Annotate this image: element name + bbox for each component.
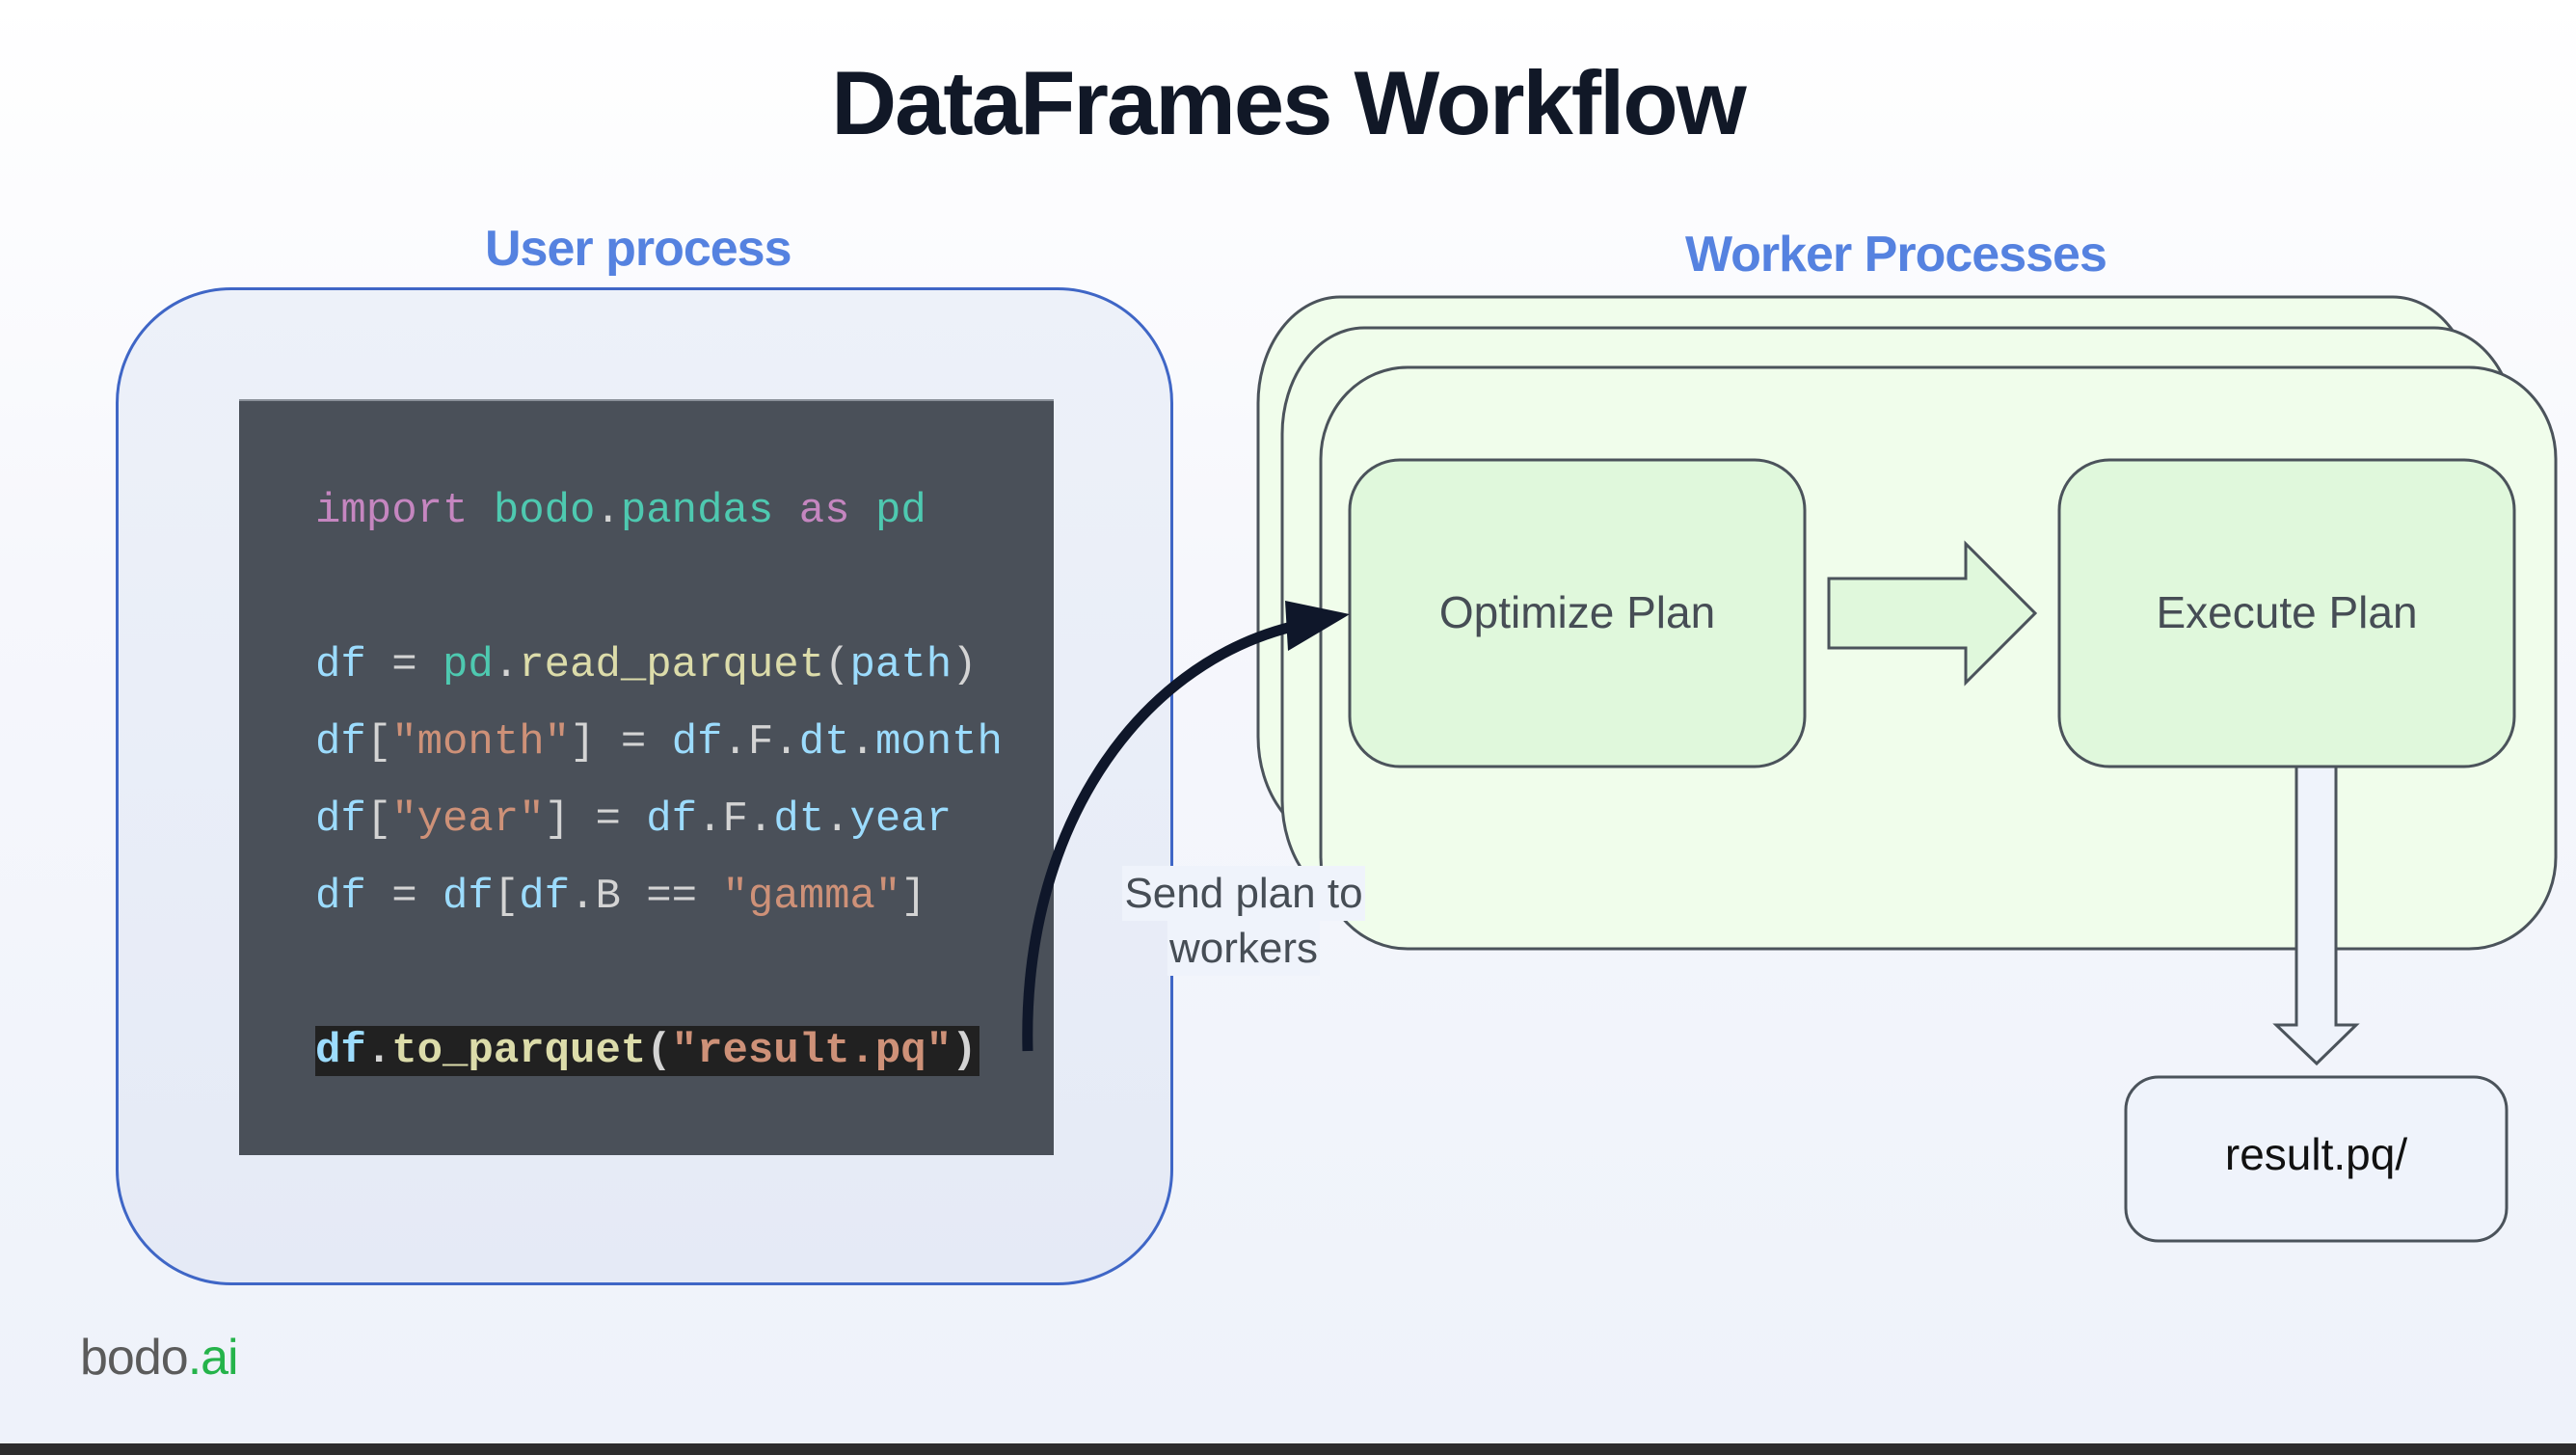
code-line: df["year"] = df.F.dt.year [315,795,952,845]
code-line: import bodo.pandas as pd [315,486,926,536]
code-token: . [747,795,774,844]
execute-plan-label: Execute Plan [2156,587,2418,637]
code-token: month [874,718,1003,767]
code-token: = [365,641,443,689]
bottom-bar [0,1443,2576,1455]
code-token: "month" [391,718,571,767]
code-token: df [315,1027,366,1075]
code-token: df [315,873,366,921]
code-token: read_parquet [519,641,825,689]
code-token: bodo [493,487,596,535]
code-token: F [722,795,748,844]
code-token: . [697,795,723,844]
code-token: "result.pq" [671,1027,953,1075]
send-plan-label-line-1: Send plan to [1122,866,1365,921]
logo-main: bodo [80,1330,189,1386]
code-token: . [493,641,520,689]
code-token: ( [824,641,850,689]
send-plan-arrow [1022,621,1294,1052]
code-token: . [365,1027,392,1075]
send-plan-label-line-2: workers [1167,921,1321,976]
down-arrow-icon [2272,765,2360,1066]
code-line: df["month"] = df.F.dt.month [315,717,1003,768]
code-token: df [519,873,571,921]
code-token: ] = [544,795,647,844]
code-token: "gamma" [722,873,901,921]
send-plan-arrowhead-icon [1285,601,1350,651]
code-token: dt [798,718,850,767]
code-token: df [646,795,698,844]
right-arrow-icon [1827,540,2038,687]
code-token: path [849,641,953,689]
code-token: pd [874,487,926,535]
code-token: pd [443,641,494,689]
code-token: as [798,487,850,535]
code-line: df = pd.read_parquet(path) [315,640,978,690]
bodo-logo: bodo.ai [80,1329,239,1387]
code-token: ] = [570,718,672,767]
code-token: import [315,487,469,535]
result-node [2124,1075,2509,1243]
code-token: [ [365,718,392,767]
optimize-plan-label: Optimize Plan [1438,587,1716,637]
code-token: df [315,795,366,844]
code-token: ] [900,873,926,921]
page-title: DataFrames Workflow [831,52,1747,153]
code-token: df [315,641,366,689]
code-token: . [722,718,748,767]
code-token: to_parquet [391,1027,647,1075]
code-token: F [747,718,774,767]
code-token: = [365,873,443,921]
code-token: . [773,718,799,767]
code-token: B [595,873,621,921]
code-token: "year" [391,795,545,844]
user-process-heading: User process [485,221,792,277]
code-token: df [443,873,494,921]
optimize-plan-node [1348,458,1807,768]
code-token: year [849,795,953,844]
code-token: df [671,718,723,767]
code-token: . [824,795,850,844]
code-token: == [620,873,723,921]
code-token: ) [952,641,978,689]
result-label: result.pq/ [2224,1129,2408,1179]
logo-suffix: .ai [187,1330,239,1386]
code-token: . [849,718,875,767]
code-line: df = df[df.B == "gamma"] [315,872,926,922]
code-token: ) [952,1027,978,1075]
code-token: dt [773,795,825,844]
code-token: . [595,487,621,535]
execute-plan-node [2057,458,2516,768]
send-plan-label: Send plan to workers [1114,866,1373,976]
code-token: pandas [620,487,774,535]
code-token: . [570,873,596,921]
code-token: [ [365,795,392,844]
code-token: [ [493,873,520,921]
code-token: ( [646,1027,672,1075]
worker-processes-heading: Worker Processes [1685,227,2107,283]
code-token: df [315,718,366,767]
code-line-highlighted: df.to_parquet("result.pq") [315,1026,979,1076]
